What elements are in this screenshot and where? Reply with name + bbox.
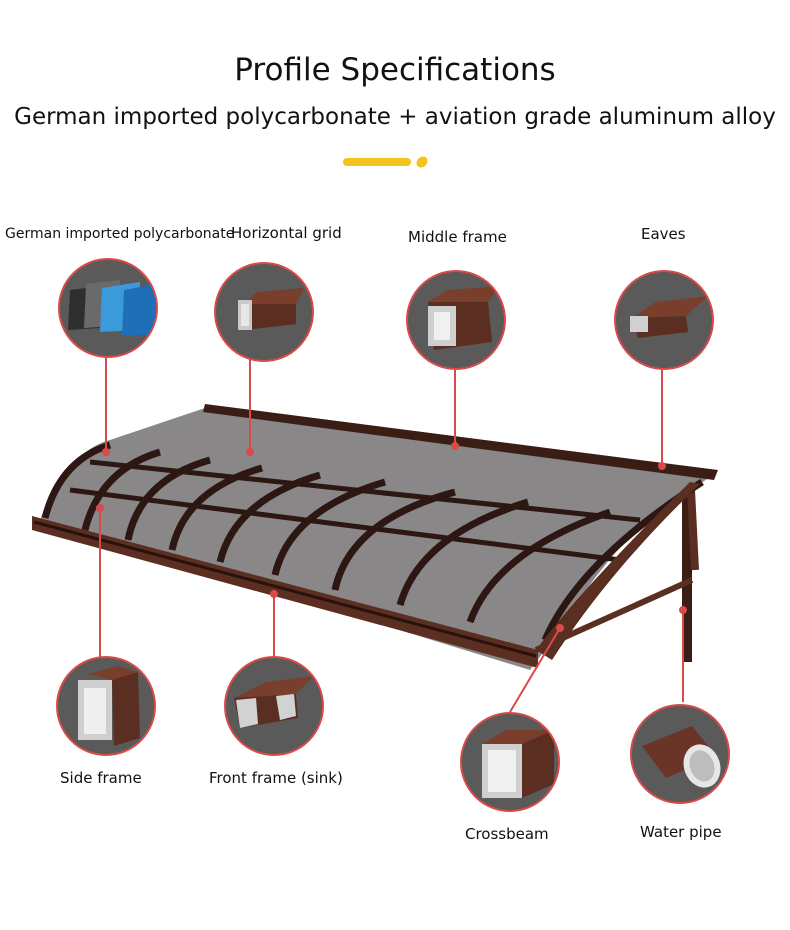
crossbeam-thumb <box>460 712 560 812</box>
label-middle-frame: Middle frame <box>408 228 507 246</box>
accent-bar <box>343 158 411 166</box>
page-subtitle: German imported polycarbonate + aviation… <box>14 104 776 130</box>
label-horizontal-grid: Horizontal grid <box>231 224 342 242</box>
label-polycarbonate: German imported polycarbonate <box>5 226 235 242</box>
callout-lines <box>96 352 687 713</box>
middle-frame-thumb <box>406 270 506 370</box>
polycarbonate-sample-thumb <box>58 258 158 358</box>
front-frame-thumb <box>224 656 324 756</box>
support-post <box>682 482 692 662</box>
side-frame-thumb <box>56 656 156 756</box>
label-front-frame: Front frame (sink) <box>209 769 343 787</box>
polycarbonate-roof <box>40 408 715 670</box>
horizontal-grid-thumb <box>214 262 314 362</box>
label-eaves: Eaves <box>641 225 686 243</box>
label-water-pipe: Water pipe <box>640 823 722 841</box>
label-side-frame: Side frame <box>60 769 142 787</box>
page-title: Profile Specifications <box>234 52 556 88</box>
label-crossbeam: Crossbeam <box>465 825 549 843</box>
side-frame-arc <box>536 482 700 660</box>
eaves-beam <box>203 404 718 480</box>
water-pipe-thumb <box>630 704 730 804</box>
eaves-thumb <box>614 270 714 370</box>
